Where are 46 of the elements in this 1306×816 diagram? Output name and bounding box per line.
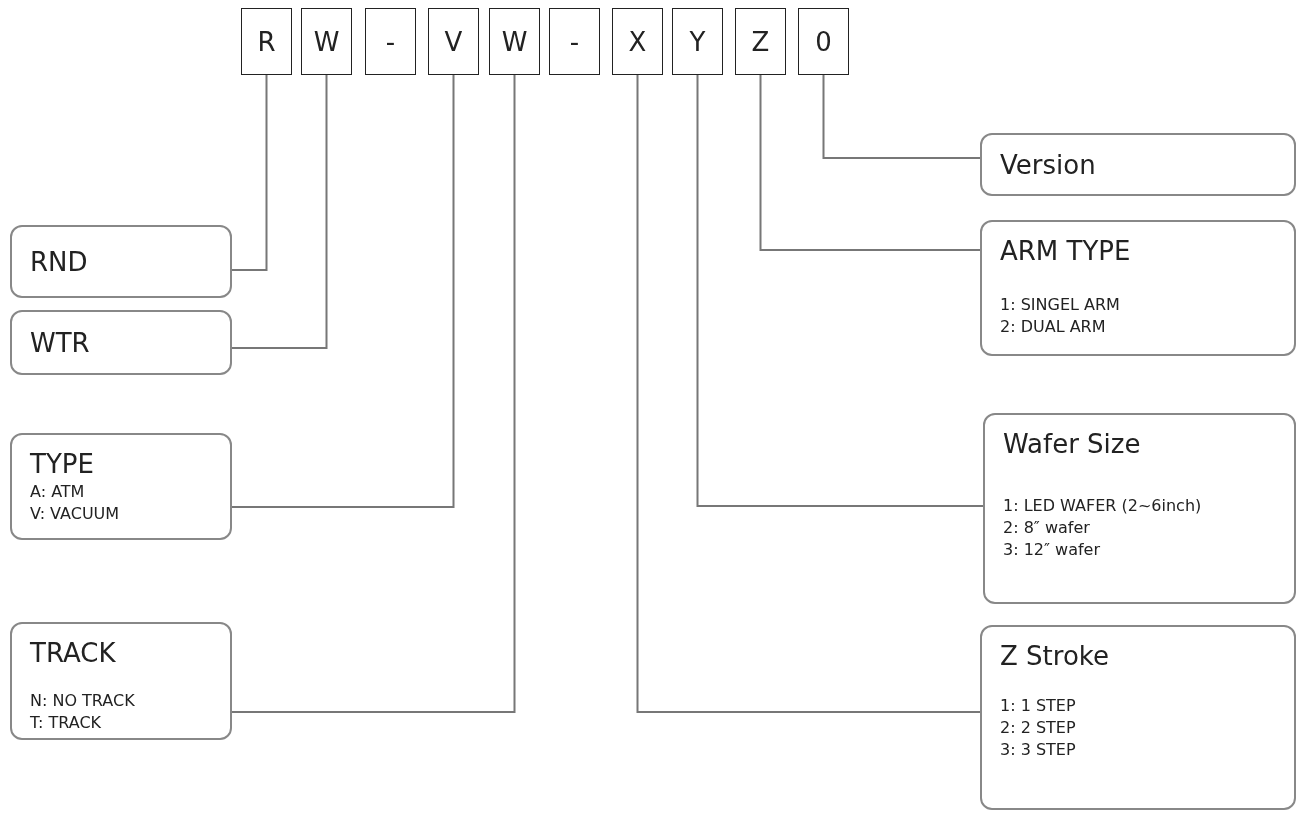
leader-line [822, 74, 981, 159]
option-text: 1: LED WAFER (2~6inch) [1003, 495, 1203, 517]
option-text: 1: SINGEL ARM [1000, 294, 1121, 316]
description-box [980, 625, 1296, 810]
code-character-box: - [549, 8, 600, 75]
option-text: T: TRACK [30, 712, 103, 734]
leader-line [759, 74, 981, 251]
description-box [983, 413, 1296, 604]
option-text: 2: 2 STEP [1000, 717, 1077, 739]
leader-line [696, 74, 984, 507]
box-heading: ARM TYPE [1000, 236, 1132, 266]
leader-line [231, 74, 516, 713]
code-character-box: R [241, 8, 292, 75]
box-heading: TYPE [30, 449, 95, 479]
box-heading: Z Stroke [1000, 641, 1110, 671]
option-text: N: NO TRACK [30, 690, 136, 712]
leader-line [231, 74, 268, 271]
box-heading: RND [30, 246, 89, 277]
code-character-box: 0 [798, 8, 849, 75]
code-character-box: - [365, 8, 416, 75]
code-character-box: X [612, 8, 663, 75]
leader-line [231, 74, 455, 508]
description-box [980, 220, 1296, 356]
option-text: 1: 1 STEP [1000, 695, 1077, 717]
description-box [980, 133, 1296, 196]
box-heading: Wafer Size [1003, 429, 1142, 459]
option-text: V: VACUUM [30, 503, 121, 525]
code-character-box: Y [672, 8, 723, 75]
description-box [10, 433, 232, 540]
box-heading: WTR [30, 327, 91, 358]
option-text: 3: 3 STEP [1000, 739, 1077, 761]
description-box [10, 225, 232, 298]
code-character-box: W [489, 8, 540, 75]
option-text: A: ATM [30, 481, 86, 503]
box-heading: Version [1000, 149, 1097, 180]
code-character-box: V [428, 8, 479, 75]
code-character-box: W [301, 8, 352, 75]
option-text: 3: 12″ wafer [1003, 539, 1102, 561]
leader-line [636, 74, 981, 713]
option-text: 2: 8″ wafer [1003, 517, 1091, 539]
description-box [10, 310, 232, 375]
description-box [10, 622, 232, 740]
leader-line [231, 74, 328, 349]
box-heading: TRACK [30, 638, 117, 668]
option-text: 2: DUAL ARM [1000, 316, 1107, 338]
code-character-box: Z [735, 8, 786, 75]
